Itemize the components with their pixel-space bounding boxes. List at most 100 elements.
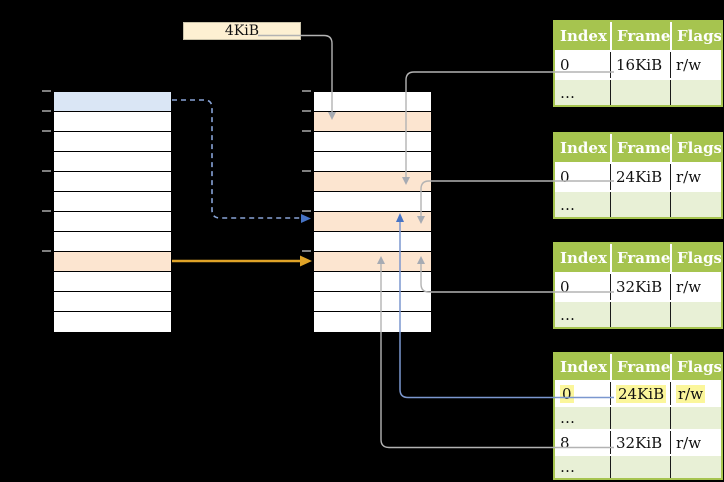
page-table-row bbox=[314, 92, 431, 112]
page-size-label-box: 4KiB bbox=[183, 22, 301, 40]
address-tick bbox=[42, 90, 51, 92]
frame-table-cell: r/w bbox=[670, 274, 721, 300]
frame-table-cell: 0 bbox=[560, 56, 570, 74]
level2-page-table bbox=[53, 91, 172, 332]
page-table-row bbox=[314, 252, 431, 272]
frame-table-header-cell: Flags bbox=[670, 354, 721, 380]
frame-table-cell: … bbox=[560, 409, 575, 427]
address-tick bbox=[302, 170, 311, 172]
address-tick bbox=[302, 110, 311, 112]
frame-table-header-cell: Flags bbox=[670, 244, 721, 272]
page-table-row bbox=[54, 172, 171, 192]
level1-page-table bbox=[313, 91, 432, 332]
page-table-row bbox=[314, 212, 431, 232]
frame-table-cell bbox=[670, 456, 721, 478]
page-table-row bbox=[54, 192, 171, 212]
frame-table-cell: 8 bbox=[560, 433, 570, 452]
frame-table-cell: 24KiB bbox=[610, 382, 670, 405]
frame-table-cell bbox=[610, 80, 670, 105]
address-tick bbox=[42, 170, 51, 172]
page-table-row bbox=[54, 132, 171, 152]
frame-table-cell bbox=[670, 192, 721, 217]
address-tick bbox=[42, 210, 51, 212]
frame-table-cell: 16KiB bbox=[610, 52, 670, 78]
frame-table-cell: r/w bbox=[670, 164, 721, 190]
frame-table-cell: 0 bbox=[560, 278, 570, 296]
page-table-row bbox=[54, 112, 171, 132]
address-tick bbox=[42, 110, 51, 112]
frame-table-cell: 0 bbox=[560, 168, 570, 186]
frame-table-cell: r/w bbox=[670, 52, 721, 78]
page-table-row bbox=[314, 172, 431, 192]
frame-table-header-cell: Index bbox=[560, 358, 607, 376]
address-tick bbox=[302, 130, 311, 132]
frame-table-cell: 0 bbox=[555, 382, 610, 405]
frame-table-header-cell: Frame bbox=[610, 244, 670, 272]
page-table-row bbox=[54, 232, 171, 252]
frame-table-cell: 32KiB bbox=[610, 274, 670, 300]
frame-table-cell: 32KiB bbox=[610, 431, 670, 454]
page-table-row bbox=[314, 112, 431, 132]
frame-table-cell: r/w bbox=[670, 382, 721, 405]
address-tick bbox=[302, 250, 311, 252]
highlighted-value: 0 bbox=[560, 384, 574, 403]
arrow-bluerow-to-row6-dashed bbox=[172, 99, 311, 223]
address-tick bbox=[42, 130, 51, 132]
page-table-row bbox=[54, 292, 171, 312]
arrow-orangerow-to-row8 bbox=[172, 255, 312, 267]
frame-table-header-cell: Index bbox=[560, 249, 607, 267]
frame-table-ellipsis-row: … bbox=[555, 190, 721, 217]
page-table-row bbox=[314, 152, 431, 172]
frame-table-header-cell: Index bbox=[560, 27, 607, 45]
frame-table-header-cell: Flags bbox=[670, 22, 721, 50]
address-tick bbox=[42, 250, 51, 252]
frame-table-cell bbox=[670, 302, 721, 327]
page-table-row bbox=[314, 272, 431, 292]
frame-table-header-cell: Frame bbox=[610, 354, 670, 380]
page-table-row bbox=[314, 192, 431, 212]
page-table-row bbox=[54, 252, 171, 272]
page-table-row bbox=[54, 152, 171, 172]
address-tick bbox=[302, 90, 311, 92]
frame-table-header-cell: Flags bbox=[670, 134, 721, 162]
frame-table-ellipsis-row: … bbox=[555, 454, 721, 478]
frame-table-cell bbox=[610, 302, 670, 327]
page-table-row bbox=[54, 212, 171, 232]
frame-table-ellipsis-row: … bbox=[555, 78, 721, 105]
frame-table-header-cell: Frame bbox=[610, 22, 670, 50]
page-table-row bbox=[54, 92, 171, 112]
page-size-text: 4KiB bbox=[224, 23, 260, 39]
frame-table-cell: … bbox=[560, 458, 575, 476]
frame-table-header-cell: Index bbox=[560, 139, 607, 157]
page-table-row bbox=[54, 312, 171, 332]
page-table-row bbox=[314, 232, 431, 252]
page-table-row bbox=[314, 312, 431, 332]
frame-table-cell bbox=[610, 192, 670, 217]
highlighted-value: r/w bbox=[676, 384, 706, 403]
highlighted-value: 24KiB bbox=[616, 384, 667, 403]
page-table-row bbox=[314, 132, 431, 152]
frame-table-cell bbox=[610, 407, 670, 429]
frame-table-cell: … bbox=[560, 83, 575, 102]
frame-table-cell bbox=[610, 456, 670, 478]
page-table-row bbox=[54, 272, 171, 292]
address-tick bbox=[302, 210, 311, 212]
frame-table-cell bbox=[670, 80, 721, 105]
frame-table-cell: r/w bbox=[670, 431, 721, 454]
frame-table-cell bbox=[670, 407, 721, 429]
frame-table-header-cell: Frame bbox=[610, 134, 670, 162]
page-table-row bbox=[314, 292, 431, 312]
frame-table-cell: 24KiB bbox=[610, 164, 670, 190]
